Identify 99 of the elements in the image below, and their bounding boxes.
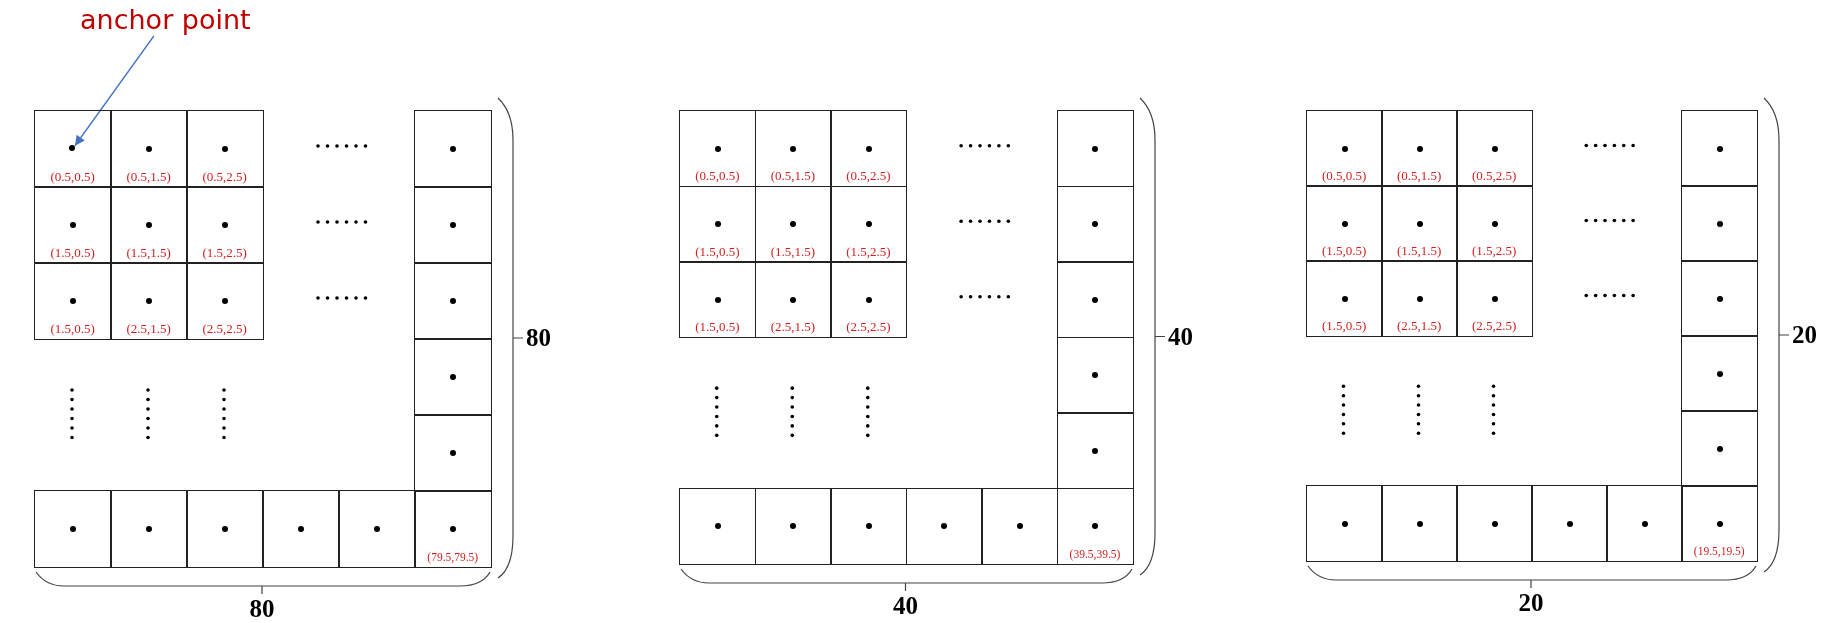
- grid-cell: [754, 110, 832, 187]
- coordinate-label: (2.5,1.5): [1396, 318, 1443, 333]
- grid-cell: [1306, 485, 1383, 562]
- grid-cell: [34, 490, 112, 568]
- grid-cell: [1056, 261, 1134, 338]
- grid-cell: [110, 186, 188, 264]
- grid-cell: [754, 487, 832, 565]
- coordinate-label: (2.5,2.5): [845, 320, 892, 334]
- grid-cell: [1056, 185, 1134, 263]
- grid-cell: [754, 261, 832, 338]
- grid-cell: [1681, 110, 1758, 187]
- grid-cell: [186, 110, 264, 188]
- coordinate-label: (1.5,2.5): [201, 245, 248, 260]
- grid-cell: [1056, 487, 1134, 565]
- coordinate-label: (0.5,2.5): [201, 169, 248, 184]
- grid-cell: [414, 338, 492, 416]
- dimension-label: 20: [1518, 589, 1544, 617]
- grid-cell: [1456, 260, 1533, 337]
- coordinate-label: (0.5,0.5): [1321, 168, 1368, 183]
- coordinate-label: (1.5,0.5): [49, 321, 96, 336]
- grid-cell: [1681, 335, 1758, 412]
- grid-cell: [1056, 336, 1134, 414]
- grid-cell: [1056, 412, 1134, 489]
- grid-cell: [830, 261, 907, 338]
- coordinate-label: (0.5,2.5): [1471, 168, 1518, 183]
- grid-cell: [679, 110, 756, 187]
- coordinate-label: (1.5,2.5): [1471, 243, 1518, 258]
- grid-cell: [1681, 410, 1758, 487]
- grid-cell: [830, 110, 907, 187]
- grid-cell: [1306, 185, 1383, 262]
- grid-cell: [1306, 110, 1383, 187]
- grid-cell: [679, 185, 756, 263]
- grid-cell: [414, 186, 492, 264]
- center-dot: [69, 145, 76, 152]
- grid-cell: [1381, 260, 1458, 337]
- grid-cell: [1381, 485, 1458, 562]
- dimension-label: 20: [1792, 321, 1817, 349]
- coordinate-label: (1.5,1.5): [125, 245, 172, 260]
- coordinate-label: (2.5,1.5): [769, 320, 817, 334]
- coordinate-label: (0.5,0.5): [49, 169, 96, 184]
- coordinate-label: (39.5,39.5): [1068, 546, 1122, 561]
- dimension-label: 80: [526, 324, 551, 352]
- grid-cell: [110, 262, 188, 340]
- coordinate-label: (1.5,0.5): [1321, 243, 1368, 258]
- grid-cell: [262, 490, 340, 568]
- coordinate-label: (19.5,19.5): [1692, 543, 1746, 558]
- coordinate-label: (0.5,2.5): [845, 169, 892, 183]
- grid-cell: [1056, 110, 1134, 187]
- grid-cell: [1381, 110, 1458, 187]
- coordinate-label: (79.5,79.5): [426, 549, 480, 564]
- coordinate-label: (1.5,1.5): [1396, 243, 1443, 258]
- coordinate-label: (1.5,0.5): [694, 320, 741, 334]
- grid-cell: [1681, 185, 1758, 262]
- grid-cell: [830, 487, 907, 565]
- coordinate-label: (2.5,1.5): [125, 321, 172, 336]
- grid-cell: [679, 261, 756, 338]
- grid-cell: [1456, 485, 1533, 562]
- grid-cell: [110, 110, 188, 188]
- coordinate-label: (0.5,1.5): [769, 169, 817, 183]
- grid-cell: [34, 186, 112, 264]
- grid-cell: [981, 487, 1058, 565]
- grid-cell: [1681, 260, 1758, 337]
- grid-cell: [1381, 185, 1458, 262]
- dimension-label: 40: [1168, 322, 1193, 351]
- grid-cell: [186, 186, 264, 264]
- grid-cell: [110, 490, 188, 568]
- coordinate-label: (0.5,0.5): [694, 169, 741, 183]
- grid-cell: [1531, 485, 1608, 562]
- grid-cell: [830, 185, 907, 263]
- coordinate-label: (1.5,0.5): [49, 245, 96, 260]
- coordinate-label: (2.5,2.5): [201, 321, 248, 336]
- grid-cell: [679, 487, 756, 565]
- coordinate-label: (1.5,1.5): [769, 244, 817, 259]
- grid-cell: [754, 185, 832, 263]
- coordinate-label: (1.5,0.5): [694, 244, 741, 259]
- dimension-label: 80: [249, 595, 275, 623]
- coordinate-label: (1.5,2.5): [845, 244, 892, 259]
- grid-cell: [34, 262, 112, 340]
- grid-cell: [1456, 110, 1533, 187]
- coordinate-label: (0.5,1.5): [125, 169, 172, 184]
- coordinate-label: (0.5,1.5): [1396, 168, 1443, 183]
- grid-cell: [338, 490, 416, 568]
- grid-cell: [186, 490, 264, 568]
- grid-cell: [414, 490, 492, 568]
- grid-cell: [414, 262, 492, 340]
- grid-cell: [1456, 185, 1533, 262]
- grid-cell: [905, 487, 983, 565]
- callout-text: anchor point: [80, 4, 251, 36]
- grid-cell: [414, 110, 492, 188]
- leader-arrow: [74, 35, 155, 147]
- coordinate-label: (2.5,2.5): [1471, 318, 1518, 333]
- dimension-label: 40: [893, 592, 918, 620]
- coordinate-label: (1.5,0.5): [1321, 318, 1368, 333]
- grid-cell: [414, 414, 492, 492]
- grid-cell: [1606, 485, 1683, 562]
- grid-cell: [34, 110, 112, 188]
- grid-cell: [1306, 260, 1383, 337]
- grid-cell: [186, 262, 264, 340]
- grid-cell: [1681, 485, 1758, 562]
